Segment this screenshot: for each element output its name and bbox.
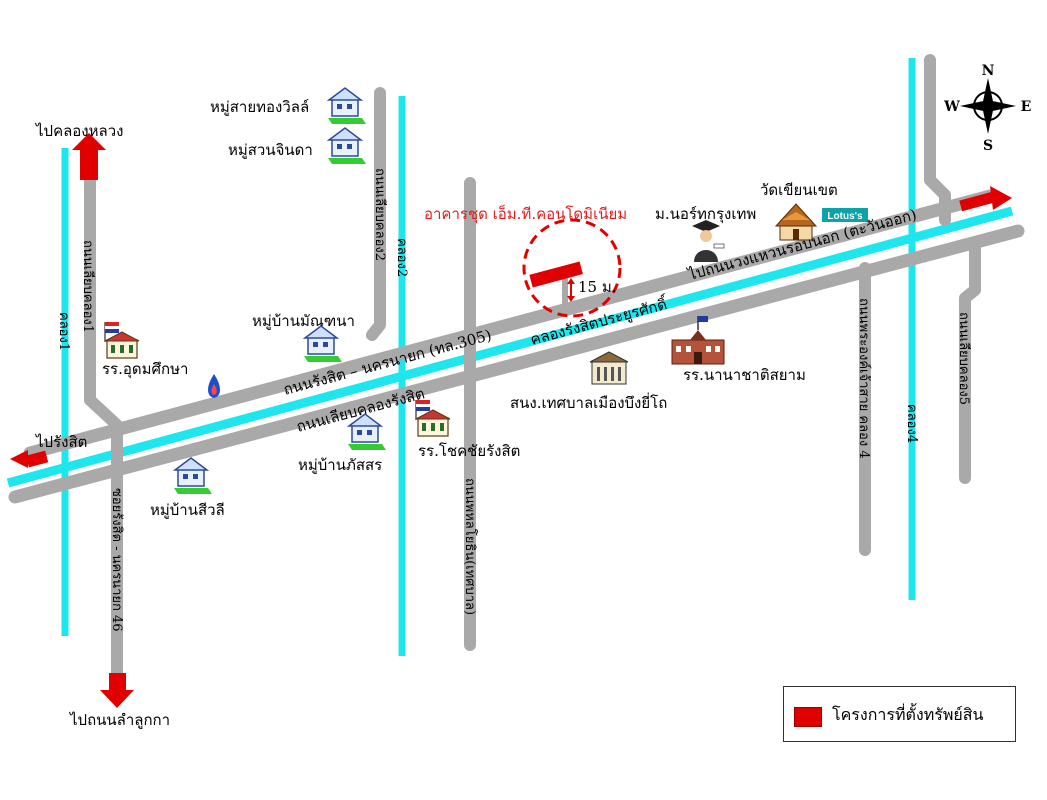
road-rangsit-nakhon-nayok (23, 189, 997, 460)
road-label-soi-46: ซอยรังสิต - นครนายก 46 (109, 488, 124, 632)
compass-s: S (983, 138, 993, 154)
label-chokchai-rangsit: รร.โชคชัยรังสิต (418, 442, 520, 460)
project-marker[interactable] (522, 218, 622, 318)
graduate-icon (692, 220, 725, 262)
place-icons: Lotus's (104, 87, 868, 495)
label-sriwali: หมู่บ้านสีวลี (150, 501, 225, 519)
lotus-label: Lotus's (827, 211, 863, 222)
road-label-phahonyothin: ถนนพหลโยธิน(เทศบาล) (462, 478, 478, 615)
road-liap-khlong-2 (366, 87, 386, 341)
house-icon (327, 127, 367, 165)
direction-klong-luang: ไปคลองหลวง (35, 122, 123, 140)
label-udom-suksa: รร.อุดมศึกษา (102, 360, 188, 379)
road-liap-khlong-1 (84, 174, 123, 476)
arrow-down-icon (100, 673, 134, 708)
house-icon (173, 457, 213, 495)
road-label-khlong-1: ถนนเลียบคลอง1 (80, 240, 96, 333)
canal-label-4: คลอง4 (904, 404, 919, 443)
road-liap-khlong-5 (959, 239, 981, 484)
temple-icon (774, 203, 818, 241)
label-municipal-office: สนง.เทศบาลเมืองบึงยี่โถ (510, 392, 667, 412)
house-icon (303, 325, 343, 363)
school-icon (415, 399, 451, 437)
house-icon (327, 87, 367, 125)
road-liap-khlong-rangsit (8, 224, 1025, 504)
label-passorn: หมู่บ้านภัสสร (298, 456, 382, 474)
lotus-logo: Lotus's (822, 208, 868, 222)
label-intl-school-siam: รร.นานาชาติสยาม (683, 366, 806, 384)
project-building-marker[interactable] (529, 261, 583, 288)
direction-rangsit: ไปรังสิต (35, 433, 87, 451)
compass-e: E (1021, 99, 1032, 115)
legend-swatch (794, 707, 822, 727)
legend-label: โครงการที่ตั้งทรัพย์สิน (832, 705, 984, 724)
arrow-left-icon (10, 450, 28, 468)
label-wat-khian-khet: วัดเขียนเขต (760, 181, 838, 199)
road-label-khlong-2: ถนนเลียบคลอง2 (372, 168, 388, 261)
roads (8, 54, 1025, 686)
road-label-phra-ong: ถนนพระองค์เจ้าสาย คลอง 4 (856, 298, 872, 459)
project-distance: 15 ม. (578, 278, 617, 296)
project-name: อาคารชุด เอ็ม.ที.คอนโดมิเนียม (424, 204, 627, 224)
canal-rangsit-prayoonsak (6, 206, 1014, 488)
road-north-4 (924, 54, 951, 226)
direction-arrows (10, 133, 1012, 708)
compass-w: W (943, 99, 960, 115)
government-building-icon (589, 351, 629, 385)
road-label-khlong-5: ถนนเลียบคลอง5 (956, 312, 972, 405)
project-radius-circle (522, 218, 622, 318)
label-suan-chinda: หมู่สวนจินดา (228, 141, 313, 159)
school-building-icon (671, 316, 725, 365)
canals (6, 58, 1014, 656)
label-mantana: หมู่บ้านมัณฑนา (252, 312, 355, 330)
arrow-up-icon (72, 133, 106, 180)
direction-lam-luk-ka: ไปถนนลำลูกกา (69, 711, 170, 729)
compass: N S E W (943, 63, 1031, 154)
gas-station-icon (208, 374, 220, 398)
label-north-bangkok-univ: ม.นอร์ทกรุงเทพ (655, 205, 756, 224)
canal-label-2: คลอง2 (394, 238, 409, 277)
arrow-right-icon (990, 186, 1012, 210)
compass-n: N (982, 63, 995, 79)
label-sai-thong-ville: หมู่สายทองวิลล์ (210, 98, 309, 116)
legend: โครงการที่ตั้งทรัพย์สิน (783, 686, 1016, 742)
canal-label-1: คลอง1 (56, 312, 71, 351)
school-icon (104, 321, 140, 359)
